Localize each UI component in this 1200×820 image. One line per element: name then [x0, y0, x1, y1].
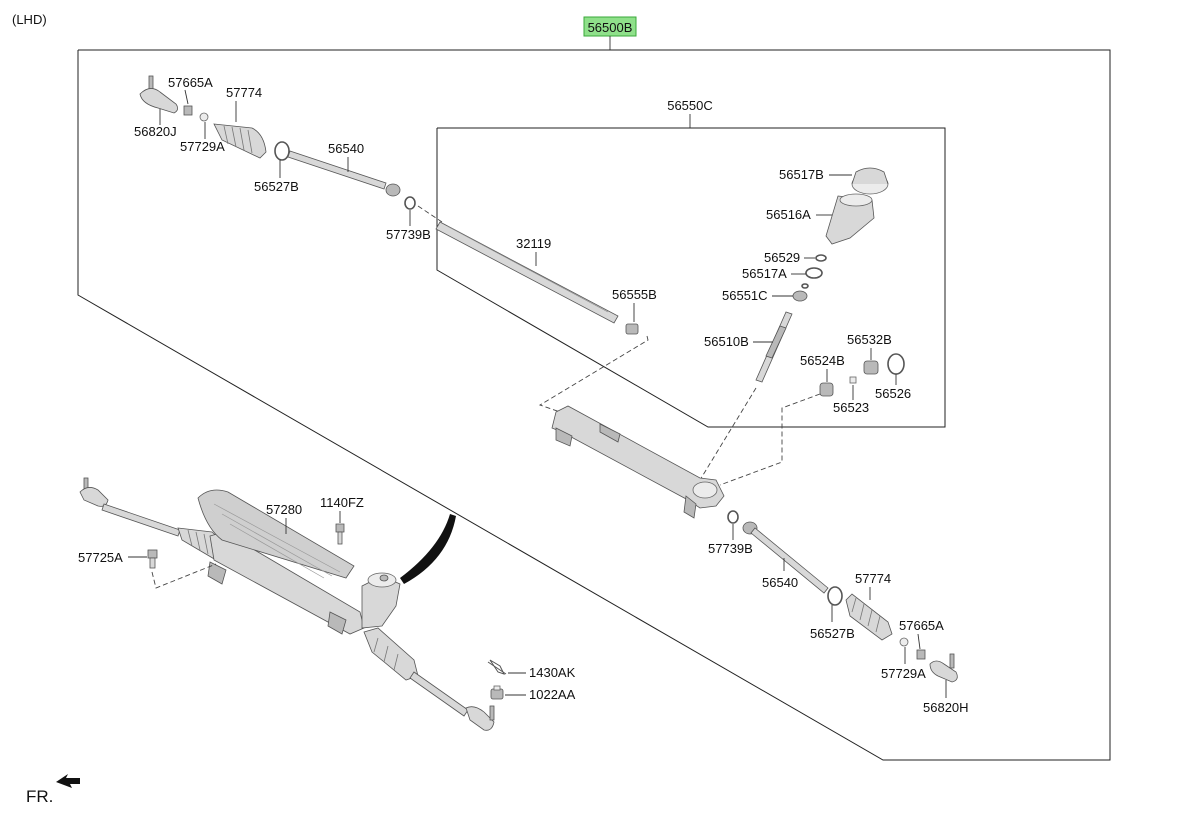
front-direction-label: FR.: [26, 787, 53, 806]
link-dash-bushing: [538, 335, 649, 413]
pinion-bearing-icon: [792, 290, 808, 302]
link-dash-pinion: [699, 387, 757, 481]
part-label-57725A[interactable]: 57725A: [78, 550, 123, 565]
nut-icon: [183, 105, 193, 116]
part-label-1140FZ[interactable]: 1140FZ: [320, 495, 364, 510]
washer-right-icon: [899, 637, 909, 647]
part-label-32119[interactable]: 32119: [516, 236, 551, 251]
pinion-housing-icon: [825, 193, 875, 245]
part-label-57729A-right[interactable]: 57729A: [881, 666, 926, 681]
part-label-56529[interactable]: 56529: [764, 250, 800, 265]
o-ring-icon: [887, 353, 905, 375]
link-dash-57725A: [151, 563, 217, 589]
clamp-ring-left-icon: [274, 141, 290, 161]
lock-washer-right-icon: [727, 510, 739, 524]
tie-rod-end-right-icon: [929, 653, 958, 683]
front-arrow-icon: [56, 774, 80, 788]
subassembly-frame: [436, 127, 946, 428]
part-label-57665A-right[interactable]: 57665A: [899, 618, 944, 633]
leader-57665A-right: [917, 633, 921, 650]
yoke-icon: [819, 382, 834, 397]
leader-57665A-left: [184, 89, 189, 105]
bearing-cap-icon: [805, 267, 823, 279]
view-pointer: [400, 514, 456, 584]
part-label-57739B-right[interactable]: 57739B: [708, 541, 753, 556]
rack-housing-icon: [551, 405, 725, 519]
part-label-56532B[interactable]: 56532B: [847, 332, 892, 347]
part-label-57665A-left[interactable]: 57665A: [168, 75, 213, 90]
lhd-label: (LHD): [12, 12, 47, 27]
castle-nut-icon: [490, 685, 504, 700]
cotter-pin-icon: [487, 659, 507, 675]
part-label-56540-left[interactable]: 56540: [328, 141, 364, 156]
part-label-1022AA[interactable]: 1022AA: [529, 687, 576, 702]
clamp-ring-right-icon: [827, 586, 843, 606]
part-label-56527B-right[interactable]: 56527B: [810, 626, 855, 641]
nut-right-icon: [916, 649, 926, 660]
part-label-56551C[interactable]: 56551C: [722, 288, 768, 303]
part-label-56540-right[interactable]: 56540: [762, 575, 798, 590]
part-label-56510B[interactable]: 56510B: [704, 334, 749, 349]
part-label-1430AK[interactable]: 1430AK: [529, 665, 576, 680]
washer-icon: [199, 112, 209, 122]
boot-bellows-right-icon: [845, 593, 893, 641]
inner-tie-rod-right-icon: [742, 521, 829, 594]
link-dash-yoke: [719, 393, 821, 486]
bolt-1140FZ-icon: [335, 523, 345, 545]
dust-cap-icon: [851, 167, 889, 195]
lock-washer-left-icon: [404, 196, 416, 210]
part-label-56523[interactable]: 56523: [833, 400, 869, 415]
heat-shield-icon: [197, 489, 355, 579]
bushing-icon: [625, 323, 639, 335]
part-label-56820J[interactable]: 56820J: [134, 124, 177, 139]
part-label-56555B[interactable]: 56555B: [612, 287, 657, 302]
part-label-57729A-left[interactable]: 57729A: [180, 139, 225, 154]
part-label-56526[interactable]: 56526: [875, 386, 911, 401]
part-label-56517B[interactable]: 56517B: [779, 167, 824, 182]
snap-ring-icon: [801, 283, 809, 289]
part-label-56517A[interactable]: 56517A: [742, 266, 787, 281]
part-label-57739B-left[interactable]: 57739B: [386, 227, 431, 242]
link-dash-rack: [417, 205, 443, 223]
part-label-57280[interactable]: 57280: [266, 502, 302, 517]
boot-bellows-left-icon: [213, 123, 267, 159]
assembled-steering-gear-icon: [79, 477, 495, 731]
part-label-56820H[interactable]: 56820H: [923, 700, 969, 715]
spring-icon: [849, 376, 857, 384]
part-label-56516A[interactable]: 56516A: [766, 207, 811, 222]
tie-rod-end-left-icon: [139, 75, 178, 114]
bolt-57725A-icon: [147, 549, 158, 569]
part-label-56500B[interactable]: 56500B: [588, 20, 633, 35]
yoke-plug-icon: [863, 360, 879, 375]
seal-ring-icon: [815, 254, 827, 262]
part-label-56527B-left[interactable]: 56527B: [254, 179, 299, 194]
pinion-shaft-icon: [755, 311, 793, 383]
rack-bar-icon: [435, 221, 619, 324]
part-label-56550C[interactable]: 56550C: [667, 98, 713, 113]
inner-tie-rod-left-icon: [287, 150, 401, 197]
outer-frame: [77, 49, 1111, 761]
part-label-57774-left[interactable]: 57774: [226, 85, 262, 100]
part-label-56524B[interactable]: 56524B: [800, 353, 845, 368]
part-label-57774-right[interactable]: 57774: [855, 571, 891, 586]
